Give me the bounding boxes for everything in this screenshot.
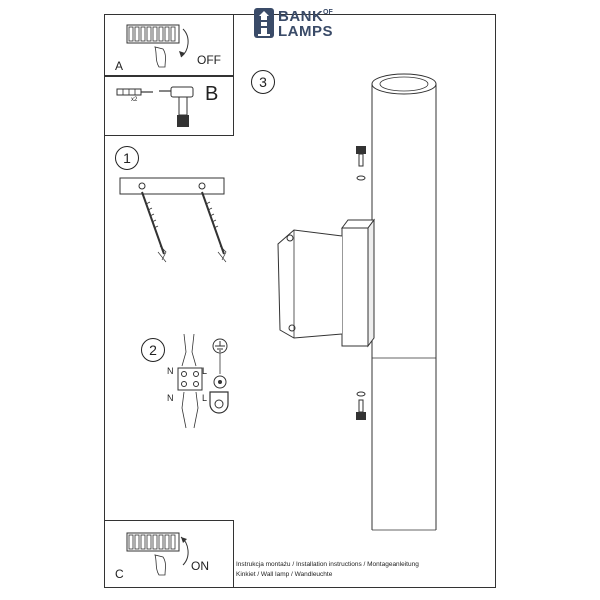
wire-label-l-bottom: L [202,393,208,403]
step-3-label: 3 [259,74,267,90]
mounting-plate-drawing [119,177,227,263]
wall-plug-icon [116,88,153,96]
panel-b-letter: B [205,83,219,105]
terminal-block-drawing [177,333,203,429]
panel-c-switch-on: C ON [104,520,234,588]
panel-c-letter: C [115,567,124,581]
step-2-label: 2 [149,342,157,358]
brand-logo: BANK OF LAMPS [252,6,352,42]
brand-name-of: OF [323,9,333,16]
step-1-label: 1 [123,150,131,166]
fuse-box-icon [126,532,189,576]
panel-b-bits-label: x2 [131,97,138,103]
wall-lamp-drawing [277,73,437,531]
panel-a-letter: A [115,59,124,73]
footer-text: Instrukcja montażu / Installation instru… [236,560,494,580]
brand-name-lamps: LAMPS [278,23,333,40]
wire-label-n-top: N [167,366,174,376]
fuse-box-icon [126,24,189,68]
step-1-number: 1 [115,146,139,170]
brand-name-bank: BANK [278,8,324,25]
instruction-sheet-frame [104,14,496,588]
ground-terminal-drawing [209,338,229,414]
panel-a-switch-off: A OFF [104,14,234,76]
wire-label-n-bottom: N [167,393,174,403]
footer-instructions-title: Instrukcja montażu / Installation instru… [236,561,419,568]
wire-label-l-top: L [202,366,208,376]
step-3-number: 3 [251,70,275,94]
drill-icon [159,86,194,127]
panel-a-action: OFF [197,53,221,67]
footer-product-type: Kinkiet / Wall lamp / Wandleuchte [236,571,333,578]
panel-b-tools: x2 B [104,76,234,136]
panel-c-action: ON [191,559,209,573]
lighthouse-icon [254,8,274,38]
step-2-number: 2 [141,338,165,362]
